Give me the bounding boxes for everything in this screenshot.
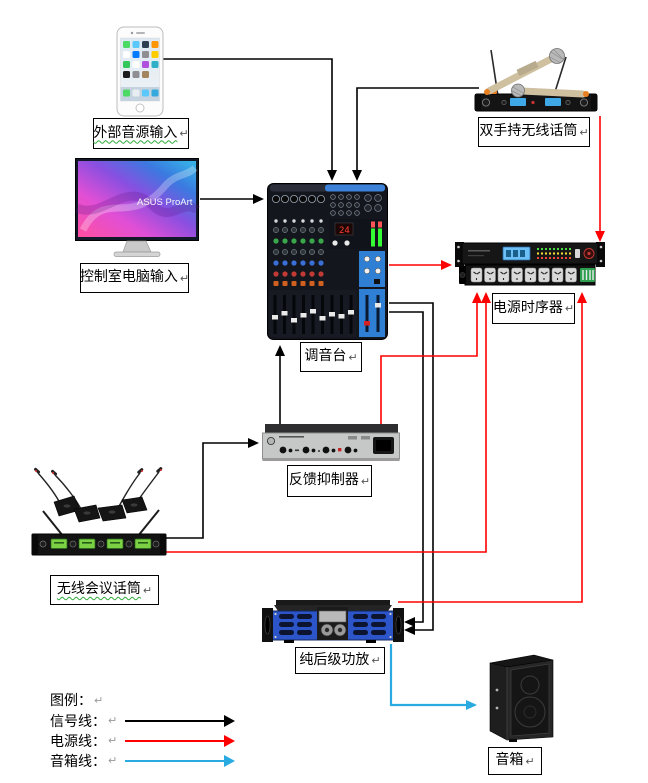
- signal-line-phone-to-mixer: [163, 58, 337, 181]
- legend-speaker-label: 音箱线：: [50, 754, 106, 770]
- monitor-device: ASUS ProArt: [75, 158, 200, 263]
- monitor-screen-text: ASUS ProArt: [137, 197, 193, 208]
- label-phone-text: 外部音源输入: [93, 125, 178, 141]
- sequencer-device: [455, 242, 605, 293]
- legend-title-row: 图例：↵: [50, 690, 225, 710]
- label-suppressor: 反馈抑制器↵: [287, 465, 372, 497]
- amplifier-device: [262, 596, 404, 651]
- legend-power-arrow: [125, 734, 236, 747]
- paragraph-mark: ↵: [108, 714, 118, 727]
- legend-item-signal: 信号线：↵: [50, 711, 236, 730]
- power-line-amplifier-to-sequencer: [398, 292, 587, 603]
- label-mixer: 调音台↵: [300, 342, 362, 372]
- paragraph-mark: ↵: [348, 350, 358, 364]
- handheld-mics-image: [474, 48, 598, 112]
- conference-mics-device: [28, 464, 180, 564]
- suppressor-image: [262, 424, 400, 461]
- legend-item-speaker: 音箱线：↵: [50, 751, 236, 770]
- paragraph-mark: ↵: [108, 734, 118, 747]
- speaker-image: [489, 654, 554, 742]
- monitor-image: ASUS ProArt: [75, 158, 200, 257]
- paragraph-mark: ↵: [94, 693, 104, 707]
- power-line-suppressor-to-sequencer: [380, 292, 482, 424]
- label-mixer-text: 调音台: [304, 349, 347, 364]
- paragraph-mark: ↵: [142, 583, 153, 597]
- speaker-line-amplifier-to-speaker: [389, 644, 477, 710]
- phone-device: [116, 26, 164, 123]
- sequencer-image: [455, 242, 605, 286]
- signal-line-conference-mics-to-suppressor: [166, 438, 259, 539]
- paragraph-mark: ↵: [371, 654, 381, 667]
- legend-title: 图例：: [50, 694, 92, 709]
- signal-line-handheld-mics-to-mixer: [352, 87, 479, 181]
- paragraph-mark: ↵: [179, 127, 189, 140]
- mixer-image: 24: [267, 183, 388, 340]
- signal-line-mixer-to-amplifier-1: [389, 302, 434, 635]
- legend: 图例：↵ 信号线：↵ 电源线：↵ 音箱线：↵: [50, 690, 236, 770]
- label-sequencer-text: 电源时序器: [492, 300, 563, 316]
- mixer-device: 24: [267, 183, 388, 345]
- label-amplifier: 纯后级功放↵: [295, 647, 385, 674]
- handheld-mics-device: [458, 42, 600, 121]
- label-conference-mics-text: 无线会议话筒: [56, 582, 141, 597]
- label-monitor-text: 控制室电脑输入: [79, 270, 178, 285]
- label-handheld-mics: 双手持无线话筒↵: [478, 117, 590, 147]
- paragraph-mark: ↵: [579, 125, 589, 139]
- legend-signal-label: 信号线：: [50, 714, 106, 730]
- label-monitor: 控制室电脑输入↵: [80, 263, 189, 293]
- signal-line-mixer-to-amplifier-2: [389, 311, 424, 627]
- label-sequencer: 电源时序器↵: [492, 293, 575, 324]
- paragraph-mark: ↵: [108, 754, 118, 767]
- mixer-display-value: 24: [339, 226, 350, 236]
- paragraph-mark: ↵: [179, 271, 190, 285]
- suppressor-device: [262, 424, 400, 469]
- label-speaker: 音箱↵: [488, 747, 542, 775]
- speaker-device: [482, 652, 557, 749]
- label-speaker-text: 音箱: [495, 753, 524, 768]
- paragraph-mark: ↵: [360, 474, 371, 488]
- label-amplifier-text: 纯后级功放: [299, 652, 370, 668]
- label-suppressor-text: 反馈抑制器: [288, 473, 359, 488]
- label-phone: 外部音源输入↵: [93, 118, 189, 149]
- legend-signal-arrow: [125, 714, 236, 727]
- label-conference-mics: 无线会议话筒↵: [50, 575, 159, 605]
- label-handheld-mics-text: 双手持无线话筒: [479, 124, 578, 139]
- amplifier-image: [262, 600, 404, 643]
- paragraph-mark: ↵: [564, 302, 575, 315]
- phone-image: [116, 26, 164, 117]
- paragraph-mark: ↵: [525, 754, 535, 768]
- legend-power-label: 电源线：: [50, 734, 106, 750]
- legend-speaker-arrow: [125, 754, 236, 767]
- legend-item-power: 电源线：↵: [50, 731, 236, 750]
- power-line-conference-mics-to-sequencer: [166, 292, 491, 553]
- conference-mics-image: [31, 467, 167, 556]
